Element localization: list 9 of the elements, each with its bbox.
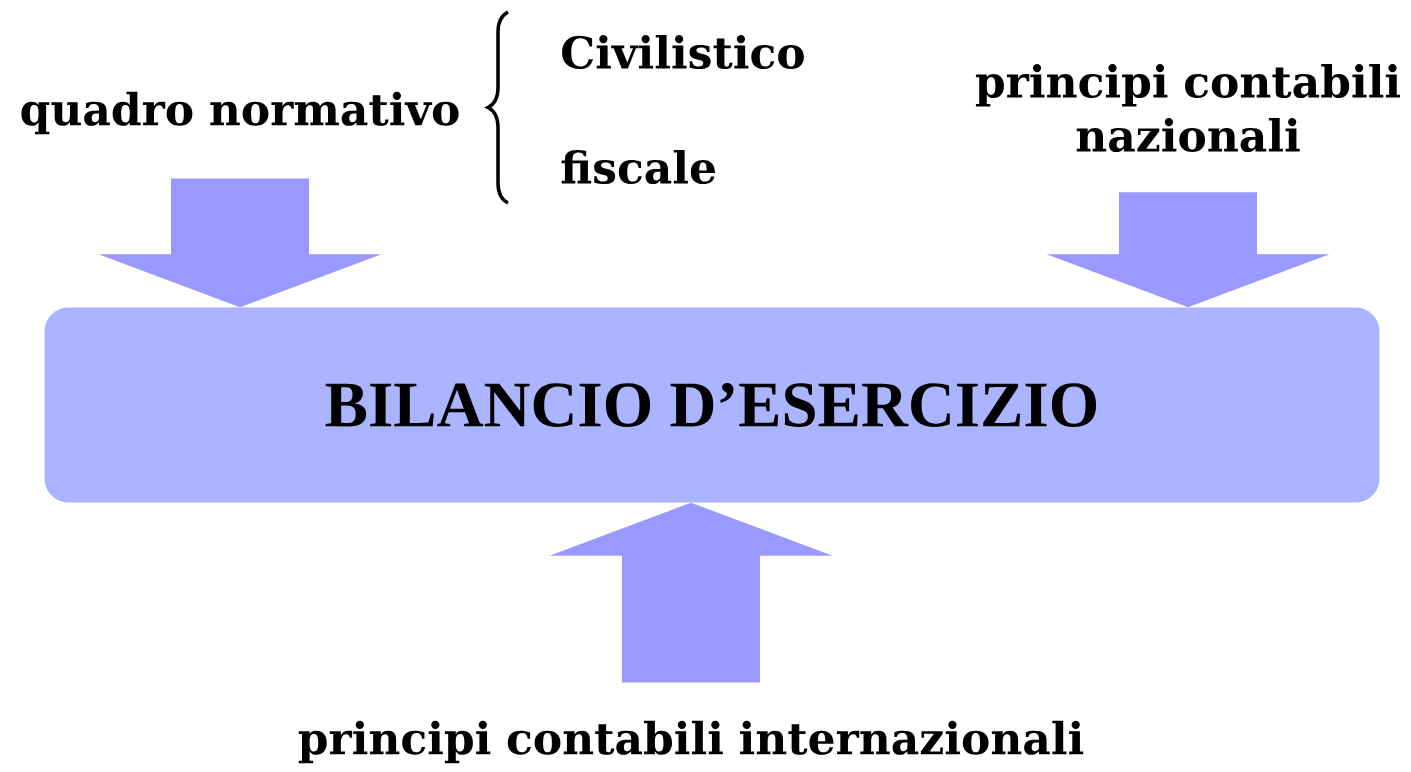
heading-text: principi contabili nazionali <box>975 64 1400 153</box>
block-arrow <box>549 502 833 683</box>
label-text: Civilistico <box>562 35 804 70</box>
label-text: fiscale <box>561 150 715 185</box>
block-arrow <box>98 178 382 308</box>
title-box: BILANCIO D’ESERCIZIO <box>44 307 1380 503</box>
block-arrow <box>1046 192 1330 308</box>
heading-text: quadro normativo <box>21 91 459 135</box>
heading-text: principi contabili internazionali <box>298 720 1084 764</box>
